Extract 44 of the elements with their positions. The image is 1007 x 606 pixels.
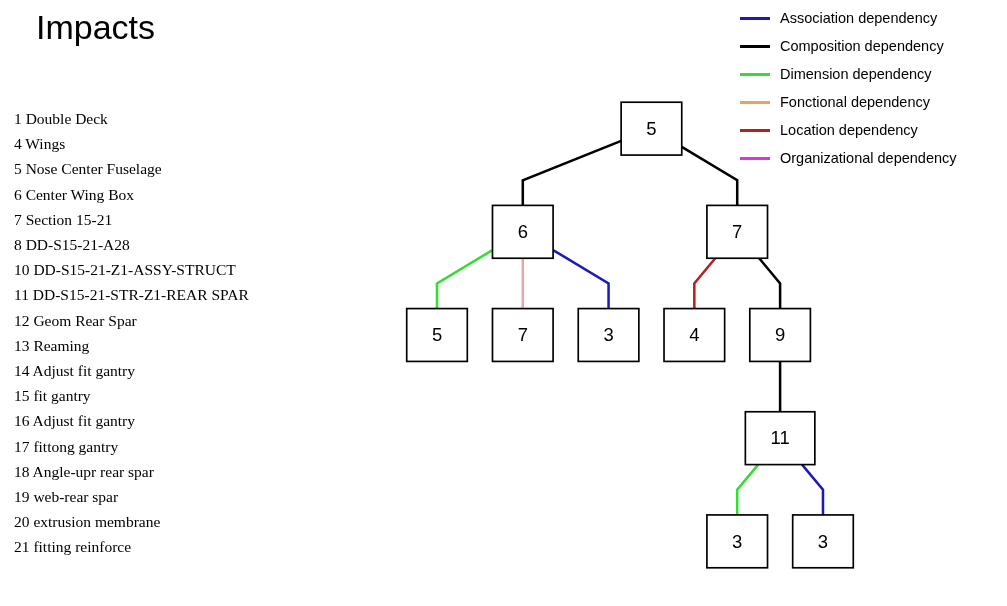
list-item: 11 DD-S15-21-STR-Z1-REAR SPAR: [14, 285, 249, 306]
list-item: 4 Wings: [14, 134, 67, 155]
legend-text: Dimension dependency: [780, 66, 932, 82]
list-item: 19 web-rear spar: [14, 487, 120, 508]
legend-text: Fonctional dependency: [780, 94, 930, 110]
connector: [758, 257, 782, 309]
list-item: 10 DD-S15-21-Z1-ASSY-STRUCT: [14, 260, 237, 281]
list-item: 18 Angle-upr rear spar: [14, 461, 155, 482]
connector: [521, 258, 525, 309]
list-item: 21 fitting reinforce: [14, 537, 133, 558]
list-item: 5 Nose Center Fuselage: [14, 159, 163, 180]
node-box: 3: [706, 514, 769, 569]
node-box: 6: [491, 204, 554, 260]
node-box: 7: [706, 204, 769, 260]
legend-text: Location dependency: [780, 122, 918, 138]
node-box: 5: [620, 101, 683, 156]
node-box: 3: [791, 514, 855, 569]
node-box: 9: [748, 307, 812, 363]
node-box: 4: [663, 307, 726, 363]
list-item: 7 Section 15-21: [14, 209, 114, 230]
list-item: 17 fittong gantry: [14, 436, 120, 457]
list-item: 20 extrusion membrane: [14, 512, 162, 533]
connector: [735, 463, 760, 515]
list-item: 13 Reaming: [14, 335, 91, 356]
connector: [693, 257, 717, 309]
list-item: 1 Double Deck: [14, 109, 109, 129]
list-item: 8 DD-S15-21-A28: [14, 235, 131, 255]
node-box: 3: [577, 307, 640, 363]
list-item: 15 fit gantry: [14, 386, 92, 407]
legend-text: Composition dependency: [780, 38, 944, 54]
node-box: 11: [744, 410, 816, 466]
list-item: 12 Geom Rear Spar: [14, 310, 138, 331]
connector: [778, 361, 782, 412]
legend-text: Association dependency: [780, 10, 938, 26]
title: Impacts: [36, 8, 156, 47]
list-item: 14 Adjust fit gantry: [14, 361, 136, 382]
connector: [681, 145, 739, 206]
node-box: 7: [491, 307, 554, 363]
connector: [801, 463, 825, 515]
legend-text: Organizational dependency: [780, 150, 957, 166]
connector: [521, 139, 622, 206]
node-box: 5: [405, 307, 469, 363]
list-item: 6 Center Wing Box: [14, 184, 136, 205]
list-item: 16 Adjust fit gantry: [14, 411, 136, 432]
